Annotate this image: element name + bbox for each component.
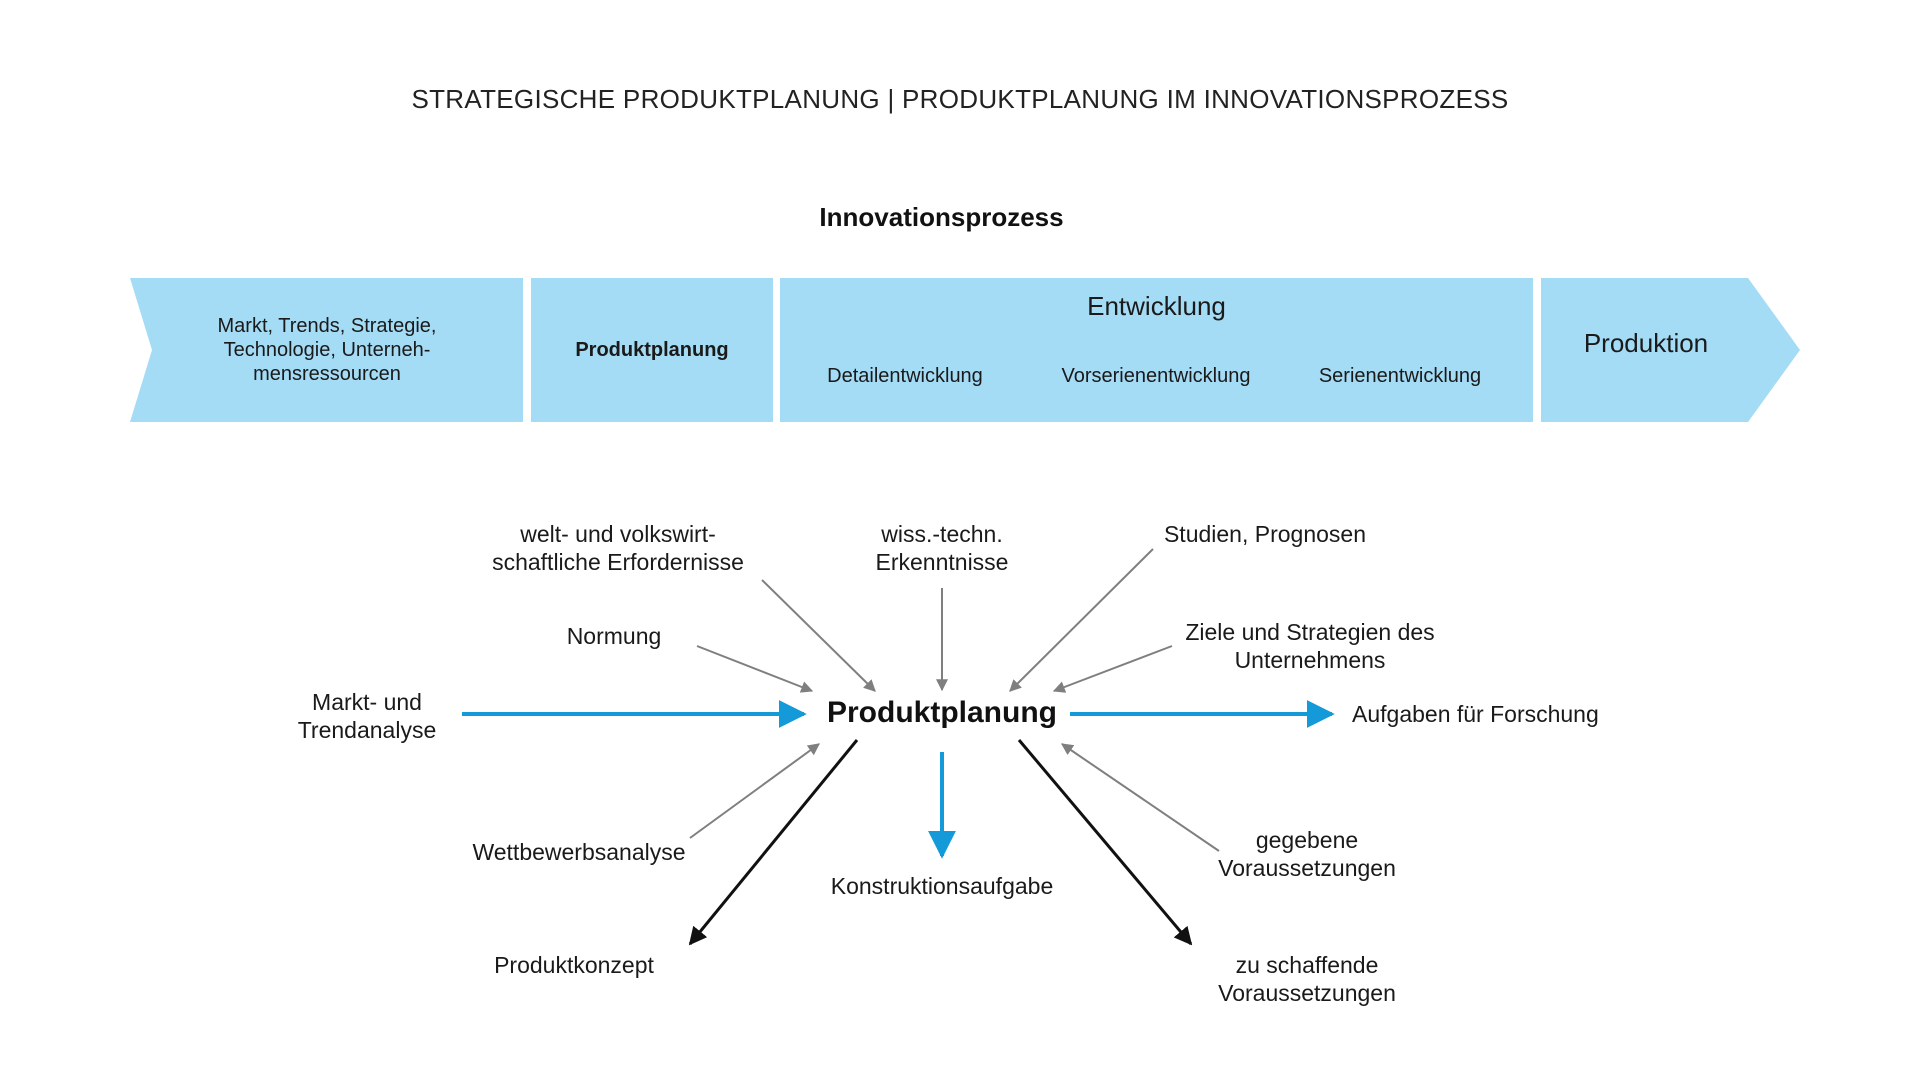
input-wiss-line: Erkenntnisse [875,549,1009,575]
output-zuschaffende: zu schaffende Voraussetzungen [1192,951,1422,1007]
stage-markt-shape [130,278,523,422]
output-forschung-line: Aufgaben für Forschung [1352,701,1599,727]
stage-produktion: Produktion [1583,328,1709,358]
arrow-welt-to-center [761,579,876,692]
stage-markt-line: mensressourcen [253,363,401,385]
stage-entwicklung-shape [780,278,1533,422]
input-ziele-line: Ziele und Strategien des [1185,619,1435,645]
input-wiss: wiss.-techn. Erkenntnisse [842,520,1042,576]
arrow-center-to-zuschaffende [1017,739,1193,946]
input-wettbewerb-line: Wettbewerbsanalyse [472,839,686,865]
input-markt-line: Trendanalyse [297,717,437,743]
arrow-studien-to-center [1009,548,1154,692]
substage-serienentwicklung: Serienentwicklung [1318,365,1482,387]
page-title: STRATEGISCHE PRODUKTPLANUNG | PRODUKTPLA… [411,84,1509,114]
stage-produktion-shape [1541,278,1800,422]
input-markt: Markt- und Trendanalyse [282,688,452,744]
process-heading: Innovationsprozess [819,202,1064,232]
output-konstruktion: Konstruktionsaufgabe [812,872,1072,900]
input-studien-line: Studien, Prognosen [1163,521,1367,547]
input-wiss-line: wiss.-techn. [881,521,1003,547]
input-welt: welt- und volkswirt- schaftliche Erforde… [468,520,768,576]
stage-produktplanung-shape [531,278,773,422]
center-produktplanung: Produktplanung [827,696,1057,729]
input-wettbewerb: Wettbewerbsanalyse [454,838,704,866]
output-produktkonzept-line: Produktkonzept [494,952,654,978]
input-ziele: Ziele und Strategien des Unternehmens [1160,618,1460,674]
stage-markt-line: Technologie, Unterneh- [223,339,431,361]
output-zuschaffende-line: Voraussetzungen [1218,980,1396,1006]
arrow-normung-to-center [696,645,814,693]
output-forschung: Aufgaben für Forschung [1352,700,1642,728]
substage-detailentwicklung: Detailentwicklung [827,365,983,387]
input-gegebene-line: gegebene [1255,827,1359,853]
arrow-wettbewerb-to-center [689,743,820,839]
stage-produktplanung: Produktplanung [575,339,729,361]
input-welt-line: schaftliche Erfordernisse [492,549,744,575]
output-konstruktion-line: Konstruktionsaufgabe [830,873,1054,899]
input-studien: Studien, Prognosen [1130,520,1400,548]
arrow-ziele-to-center [1052,645,1173,693]
input-gegebene: gegebene Voraussetzungen [1192,826,1422,882]
input-markt-line: Markt- und [312,689,422,715]
input-normung: Normung [534,622,694,650]
input-normung-line: Normung [566,623,662,649]
input-ziele-line: Unternehmens [1234,647,1386,673]
stage-markt-line: Markt, Trends, Strategie, [217,315,437,337]
arrow-gegebene-to-center [1061,743,1220,852]
input-welt-line: welt- und volkswirt- [520,521,716,547]
stage-markt: Markt, Trends, Strategie, Technologie, U… [152,314,502,386]
substage-vorserienentwicklung: Vorserienentwicklung [1061,365,1251,387]
output-produktkonzept: Produktkonzept [474,951,674,979]
input-gegebene-line: Voraussetzungen [1218,855,1396,881]
output-zuschaffende-line: zu schaffende [1235,952,1379,978]
arrow-center-to-produktkonzept [688,739,859,946]
stage-entwicklung: Entwicklung [1087,291,1226,321]
